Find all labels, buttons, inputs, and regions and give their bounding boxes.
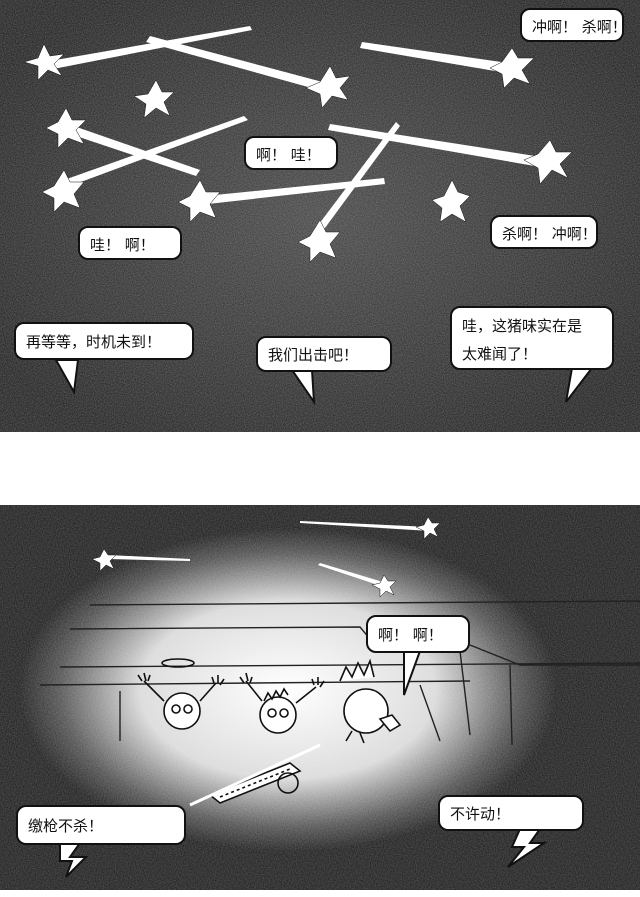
bubble-text: 不许动！ (450, 805, 511, 823)
speech-bubble: 再等等，时机未到！ (14, 322, 194, 360)
streak (316, 122, 400, 232)
speech-bubble: 不许动！ (438, 795, 584, 831)
bubble-text: 啊！ 哇！ (256, 146, 321, 164)
star-burst-icon (523, 139, 573, 185)
bubble-text-line: 太难闻了！ (462, 345, 538, 363)
speech-bubble: 啊！ 哇！ (244, 136, 338, 170)
star-burst-icon (177, 179, 221, 223)
bubble-text: 再等等，时机未到！ (26, 333, 162, 351)
bubble-text-line: 哇，这猪味实在是 (462, 317, 583, 335)
star-burst-icon (41, 169, 85, 213)
streak (318, 563, 386, 587)
star-burst-icon (489, 47, 535, 89)
star-burst-icon (23, 43, 65, 81)
streak (300, 521, 430, 531)
speech-bubble-tail-icon (59, 842, 89, 878)
bubble-text: 我们出击吧！ (268, 346, 359, 364)
speech-bubble: 冲啊！ 杀啊！ (520, 8, 627, 42)
speech-bubble-tail-icon (54, 359, 80, 396)
star-burst-icon (297, 219, 341, 263)
comic-panel-2: 啊！ 啊！ 缴枪不杀！ 不许动！ (0, 505, 640, 890)
comic-panel-1: 冲啊！ 杀啊！ 啊！ 哇！ 哇！ 啊！ 杀啊！ 冲啊！ 再等等，时机未到！ 我们… (0, 0, 640, 432)
bubble-text: 冲啊！ 杀啊！ (532, 18, 627, 36)
star-burst-icon (431, 179, 471, 223)
streak (108, 555, 190, 561)
streak (328, 124, 548, 168)
streak (360, 42, 515, 74)
speech-bubble: 哇！ 啊！ (78, 226, 182, 260)
speech-bubble-tail-icon (507, 828, 548, 868)
streak (64, 116, 248, 186)
star-burst-icon (91, 548, 117, 572)
star-burst-icon (415, 516, 441, 540)
streak (64, 124, 200, 176)
speech-bubble: 杀啊！ 冲啊！ (490, 215, 598, 249)
star-burst-icon (305, 65, 351, 109)
speech-bubble: 我们出击吧！ (256, 336, 392, 372)
surrendering-characters (137, 658, 402, 807)
star-burst-icon (371, 574, 397, 598)
bubble-text: 啊！ 啊！ (378, 626, 443, 644)
star-burst-icon (133, 79, 175, 119)
bubble-text: 杀啊！ 冲啊！ (502, 225, 597, 243)
bubble-text: 缴枪不杀！ (28, 817, 104, 835)
streak (146, 36, 330, 92)
streak (205, 178, 385, 204)
speech-bubble: 哇，这猪味实在是 太难闻了！ (450, 306, 614, 370)
streak (44, 26, 252, 70)
speech-bubble: 啊！ 啊！ (366, 615, 470, 653)
star-burst-icon (45, 107, 87, 149)
bubble-text: 哇！ 啊！ (90, 236, 155, 254)
speech-bubble: 缴枪不杀！ (16, 805, 186, 845)
